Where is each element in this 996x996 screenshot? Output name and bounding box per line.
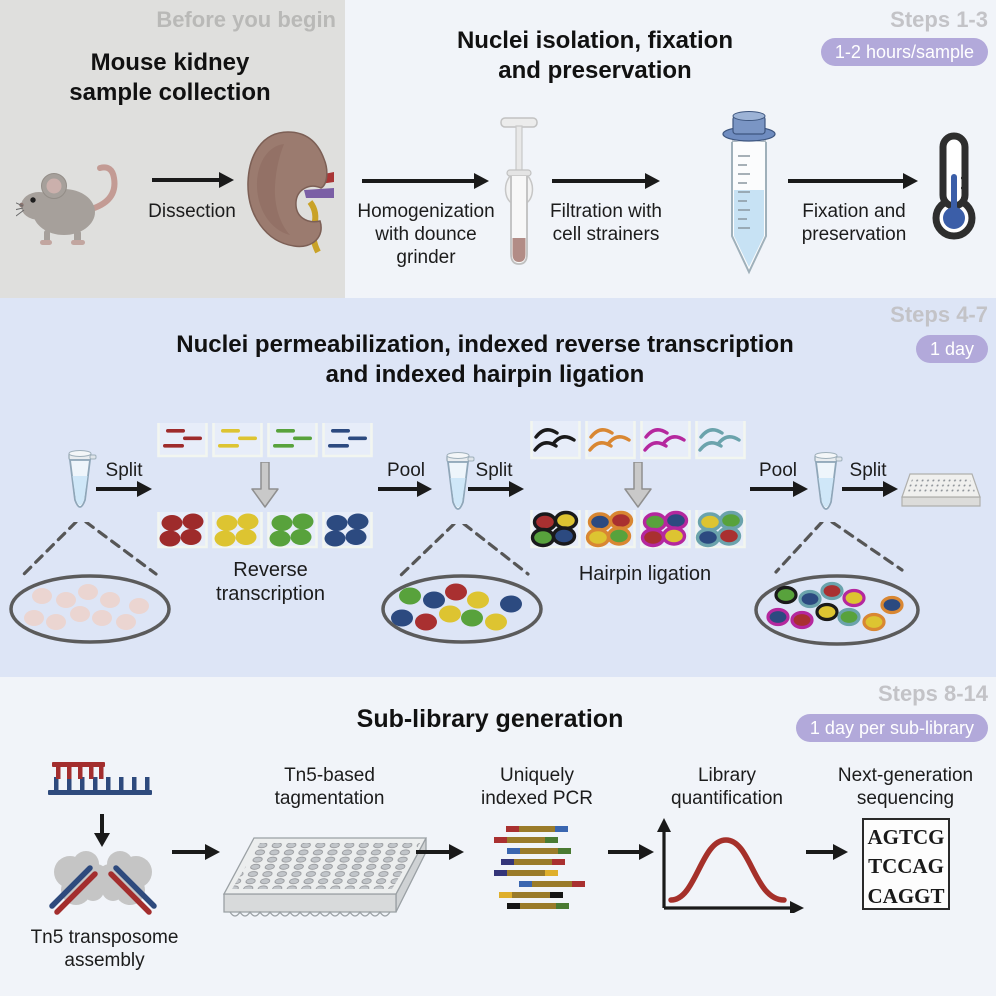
tn5-transposome-icon [49, 851, 157, 915]
falcon-tube-icon [722, 111, 776, 275]
rt-barcode-wells-strip [157, 423, 373, 458]
thermometer-icon [932, 132, 976, 240]
tn5-assembly-label: Tn5 transposome assembly [30, 927, 179, 972]
split-label: Split [849, 460, 887, 481]
sublibrary-title: Sub-library generation [356, 705, 624, 733]
tagmentation-plate-icon [222, 837, 428, 917]
flow-arrow [608, 850, 642, 854]
dissection-arrow [152, 178, 222, 182]
split-label: Split [105, 460, 143, 481]
quantification-plot-icon [657, 818, 804, 913]
before-kicker: Before you begin [156, 7, 336, 32]
rt-nuclei-wells-strip [157, 512, 373, 549]
ligated-nuclei-wells-strip [530, 510, 746, 549]
homogenization-label: Homogenization with dounce grinder [357, 201, 495, 269]
before-title: Mouse kidney sample collection [69, 49, 271, 106]
dna-adapter-icon [48, 762, 152, 795]
gray-down-arrow-icon [624, 462, 652, 508]
split-arrow [842, 487, 886, 491]
kidney-icon [247, 131, 334, 254]
flow-arrow [788, 179, 906, 183]
flow-arrow [416, 850, 452, 854]
sequence-box: AGTCG TCCAG CAGGT [862, 818, 950, 910]
eppendorf-tube-icon [68, 450, 97, 508]
magnify-dashed-lines [774, 522, 904, 574]
nuclei-magnified-ellipse-dual-indexed [754, 574, 920, 646]
filtration-label: Filtration with cell strainers [550, 201, 662, 246]
quantification-label: Library quantification [671, 765, 783, 810]
nuclei-magnified-ellipse-unindexed [9, 574, 171, 644]
pool-label: Pool [386, 460, 426, 481]
pcr-fragments-icon [494, 826, 585, 909]
steps4-7-time-badge: 1 day [915, 335, 988, 363]
reverse-transcription-label: Reverse transcription [216, 559, 325, 606]
magnify-dashed-lines [398, 524, 530, 578]
ngs-label: Next-generation sequencing [837, 765, 974, 810]
dissection-label: Dissection [148, 201, 236, 222]
flow-arrow [172, 850, 208, 854]
assembly-down-arrow [100, 814, 104, 836]
pool-label: Pool [758, 460, 798, 481]
mouse-icon [16, 164, 118, 245]
fixation-label: Fixation and preservation [801, 201, 907, 246]
steps1-3-time-badge: 1-2 hours/sample [820, 38, 988, 66]
eppendorf-tube-icon [814, 452, 843, 510]
steps8-14-time-badge: 1 day per sub-library [795, 714, 988, 742]
hairpin-ligation-label: Hairpin ligation [578, 563, 712, 585]
split-arrow [468, 487, 512, 491]
flow-arrow [362, 179, 477, 183]
pool-arrow [378, 487, 420, 491]
steps4-7-kicker: Steps 4-7 [890, 302, 988, 327]
split-label: Split [475, 460, 513, 481]
hairpin-wells-strip [530, 421, 746, 460]
isolation-title: Nuclei isolation, fixation and preservat… [456, 27, 734, 84]
steps8-14-kicker: Steps 8-14 [877, 681, 988, 706]
tagmentation-label: Tn5-based tagmentation [274, 765, 385, 810]
well-plate-icon [901, 473, 981, 507]
gray-down-arrow-icon [251, 462, 279, 508]
dounce-grinder-icon [500, 117, 538, 265]
magnify-dashed-lines [20, 522, 158, 578]
eppendorf-tube-icon [446, 452, 475, 510]
flow-arrow [806, 850, 836, 854]
permeabilization-title: Nuclei permeabilization, indexed reverse… [176, 331, 794, 388]
indexed-pcr-label: Uniquely indexed PCR [481, 765, 593, 810]
pool-arrow [750, 487, 796, 491]
flow-arrow [552, 179, 648, 183]
split-arrow [96, 487, 140, 491]
steps1-3-kicker: Steps 1-3 [890, 7, 988, 32]
nuclei-magnified-ellipse-rt-indexed [381, 574, 543, 644]
